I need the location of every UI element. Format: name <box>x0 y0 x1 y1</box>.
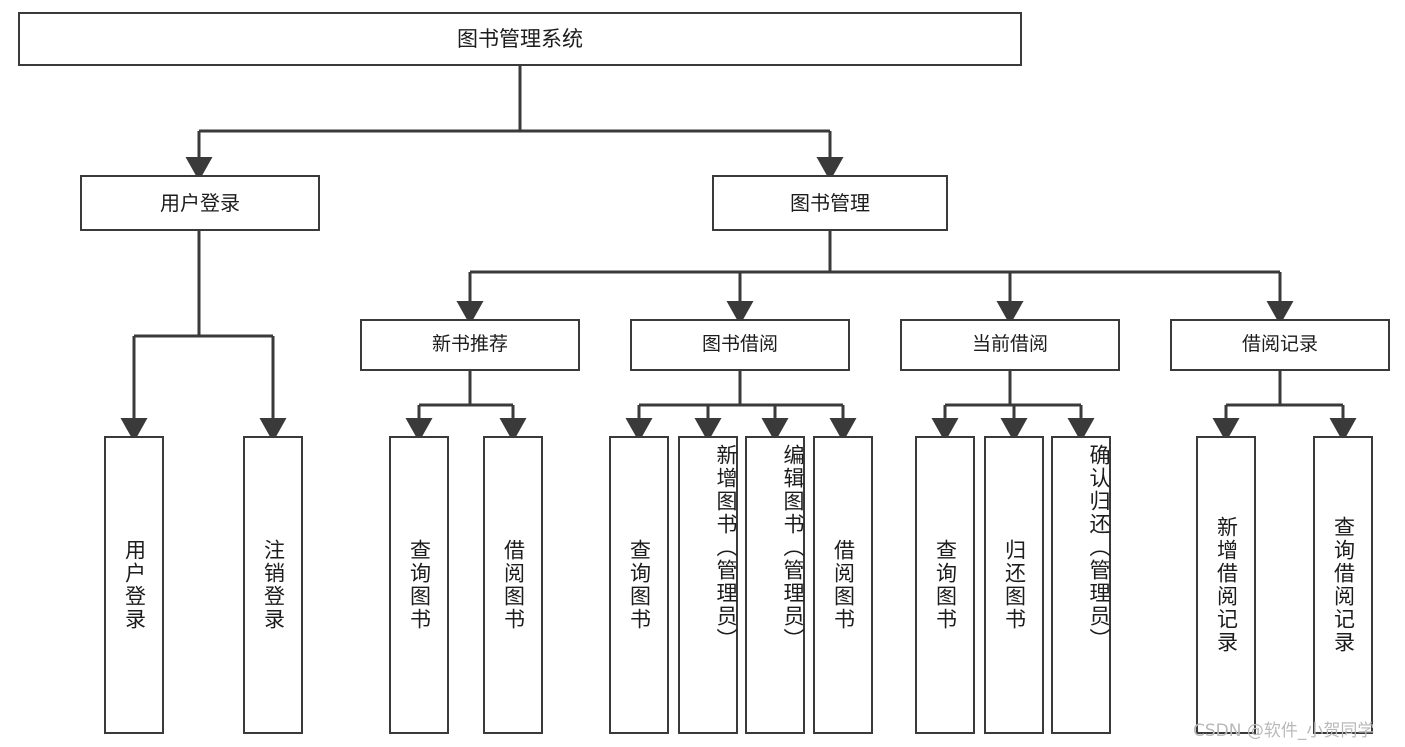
leaf-borrow-book-borrow[interactable]: 借阅图书 <box>813 436 873 734</box>
node-current-borrow[interactable]: 当前借阅 <box>900 319 1120 371</box>
node-book-manage[interactable]: 图书管理 <box>712 175 948 231</box>
node-root[interactable]: 图书管理系统 <box>18 12 1022 66</box>
leaf-confirm-return-admin[interactable]: 确认归还（管理员） <box>1051 436 1111 734</box>
leaf-user-logout[interactable]: 注销登录 <box>243 436 303 734</box>
leaf-query-borrow-record[interactable]: 查询借阅记录 <box>1313 436 1373 734</box>
leaf-borrow-book-recommend[interactable]: 借阅图书 <box>483 436 543 734</box>
leaf-query-book-borrow[interactable]: 查询图书 <box>609 436 669 734</box>
node-user-login[interactable]: 用户登录 <box>80 175 320 231</box>
leaf-query-book-recommend[interactable]: 查询图书 <box>389 436 449 734</box>
node-borrow-record[interactable]: 借阅记录 <box>1170 319 1390 371</box>
node-new-book-recommend[interactable]: 新书推荐 <box>360 319 580 371</box>
leaf-edit-book-admin[interactable]: 编辑图书（管理员） <box>745 436 805 734</box>
leaf-return-book[interactable]: 归还图书 <box>984 436 1044 734</box>
leaf-query-book-current[interactable]: 查询图书 <box>915 436 975 734</box>
leaf-add-borrow-record[interactable]: 新增借阅记录 <box>1196 436 1256 734</box>
leaf-add-book-admin[interactable]: 新增图书（管理员） <box>678 436 738 734</box>
leaf-user-login[interactable]: 用户登录 <box>104 436 164 734</box>
node-book-borrow[interactable]: 图书借阅 <box>630 319 850 371</box>
